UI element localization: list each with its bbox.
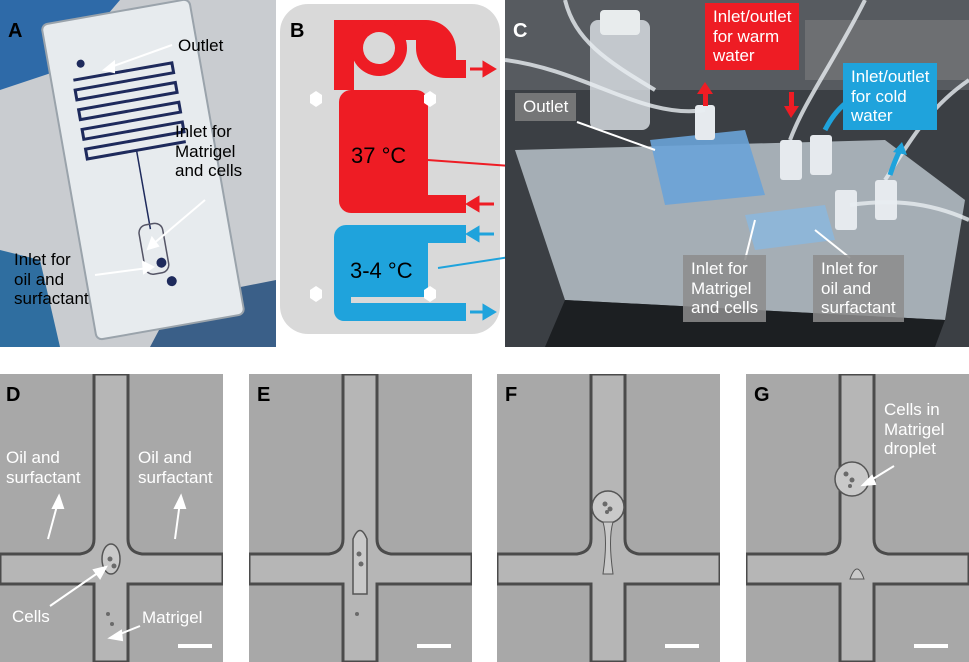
label-matrigel-d: Matrigel bbox=[142, 608, 203, 627]
micrograph-f bbox=[497, 374, 720, 662]
micrograph-g bbox=[746, 374, 969, 662]
chip-photo bbox=[0, 0, 276, 347]
panel-b: B 37 °C 3-4 °C bbox=[276, 0, 504, 347]
label-inlet-matrigel-a: Inlet for Matrigel and cells bbox=[175, 122, 243, 181]
arrows-d bbox=[47, 493, 187, 642]
label-outlet-a: Outlet bbox=[178, 36, 224, 55]
chip-schematic bbox=[280, 4, 500, 334]
fittings bbox=[695, 105, 897, 230]
panel-letter-e: E bbox=[257, 384, 271, 406]
warm-flow-arrows bbox=[697, 82, 799, 118]
warm-arrows bbox=[465, 60, 497, 213]
panel-letter-a: A bbox=[8, 20, 23, 42]
glass-chip bbox=[41, 0, 245, 341]
panel-e: E bbox=[249, 374, 472, 662]
cold-chamber bbox=[745, 205, 835, 250]
label-cells-d: Cells bbox=[12, 607, 50, 626]
arrows-g bbox=[860, 465, 895, 487]
panel-f: F bbox=[497, 374, 720, 662]
arrows-c bbox=[576, 121, 851, 261]
label-droplet-g: Cells in Matrigel droplet bbox=[884, 400, 945, 459]
panel-d: D Oil and surfactant Oil and surfactant … bbox=[0, 374, 223, 662]
serpentine-channel bbox=[73, 61, 187, 161]
cold-temp-label: 3-4 °C bbox=[350, 258, 413, 283]
panel-c: C Inlet/outlet for warm water Inlet/outl… bbox=[505, 0, 969, 347]
reservoir bbox=[590, 20, 650, 130]
panel-letter-g: G bbox=[754, 384, 770, 406]
label-oil-right-d: Oil and surfactant bbox=[138, 448, 213, 487]
micrograph-e bbox=[249, 374, 472, 662]
panel-letter-f: F bbox=[505, 384, 518, 406]
label-cold-water: Inlet/outlet for cold water bbox=[843, 63, 938, 130]
panel-letter-d: D bbox=[6, 384, 21, 406]
glove-bottom bbox=[0, 250, 60, 347]
label-inlet-oil-a: Inlet for oil and surfactant bbox=[14, 250, 89, 309]
label-outlet-c: Outlet bbox=[515, 93, 577, 121]
label-oil-left-d: Oil and surfactant bbox=[6, 448, 81, 487]
label-inlet-oil-c: Inlet for oil and surfactant bbox=[813, 255, 904, 322]
warm-chamber bbox=[650, 130, 765, 205]
panel-a: A Outlet Inlet for Matrigel and cells In… bbox=[0, 0, 276, 347]
micrograph-d bbox=[0, 374, 223, 662]
panel-letter-b: B bbox=[290, 20, 305, 42]
tubing bbox=[505, 0, 969, 222]
arrows-a bbox=[94, 44, 206, 276]
panel-letter-c: C bbox=[513, 20, 528, 42]
label-inlet-matrigel-c: Inlet for Matrigel and cells bbox=[683, 255, 767, 322]
mount-holes bbox=[310, 91, 436, 302]
warm-temp-label: 37 °C bbox=[351, 143, 407, 168]
label-warm-water: Inlet/outlet for warm water bbox=[705, 3, 800, 70]
panel-g: G Cells in Matrigel droplet bbox=[746, 374, 969, 662]
